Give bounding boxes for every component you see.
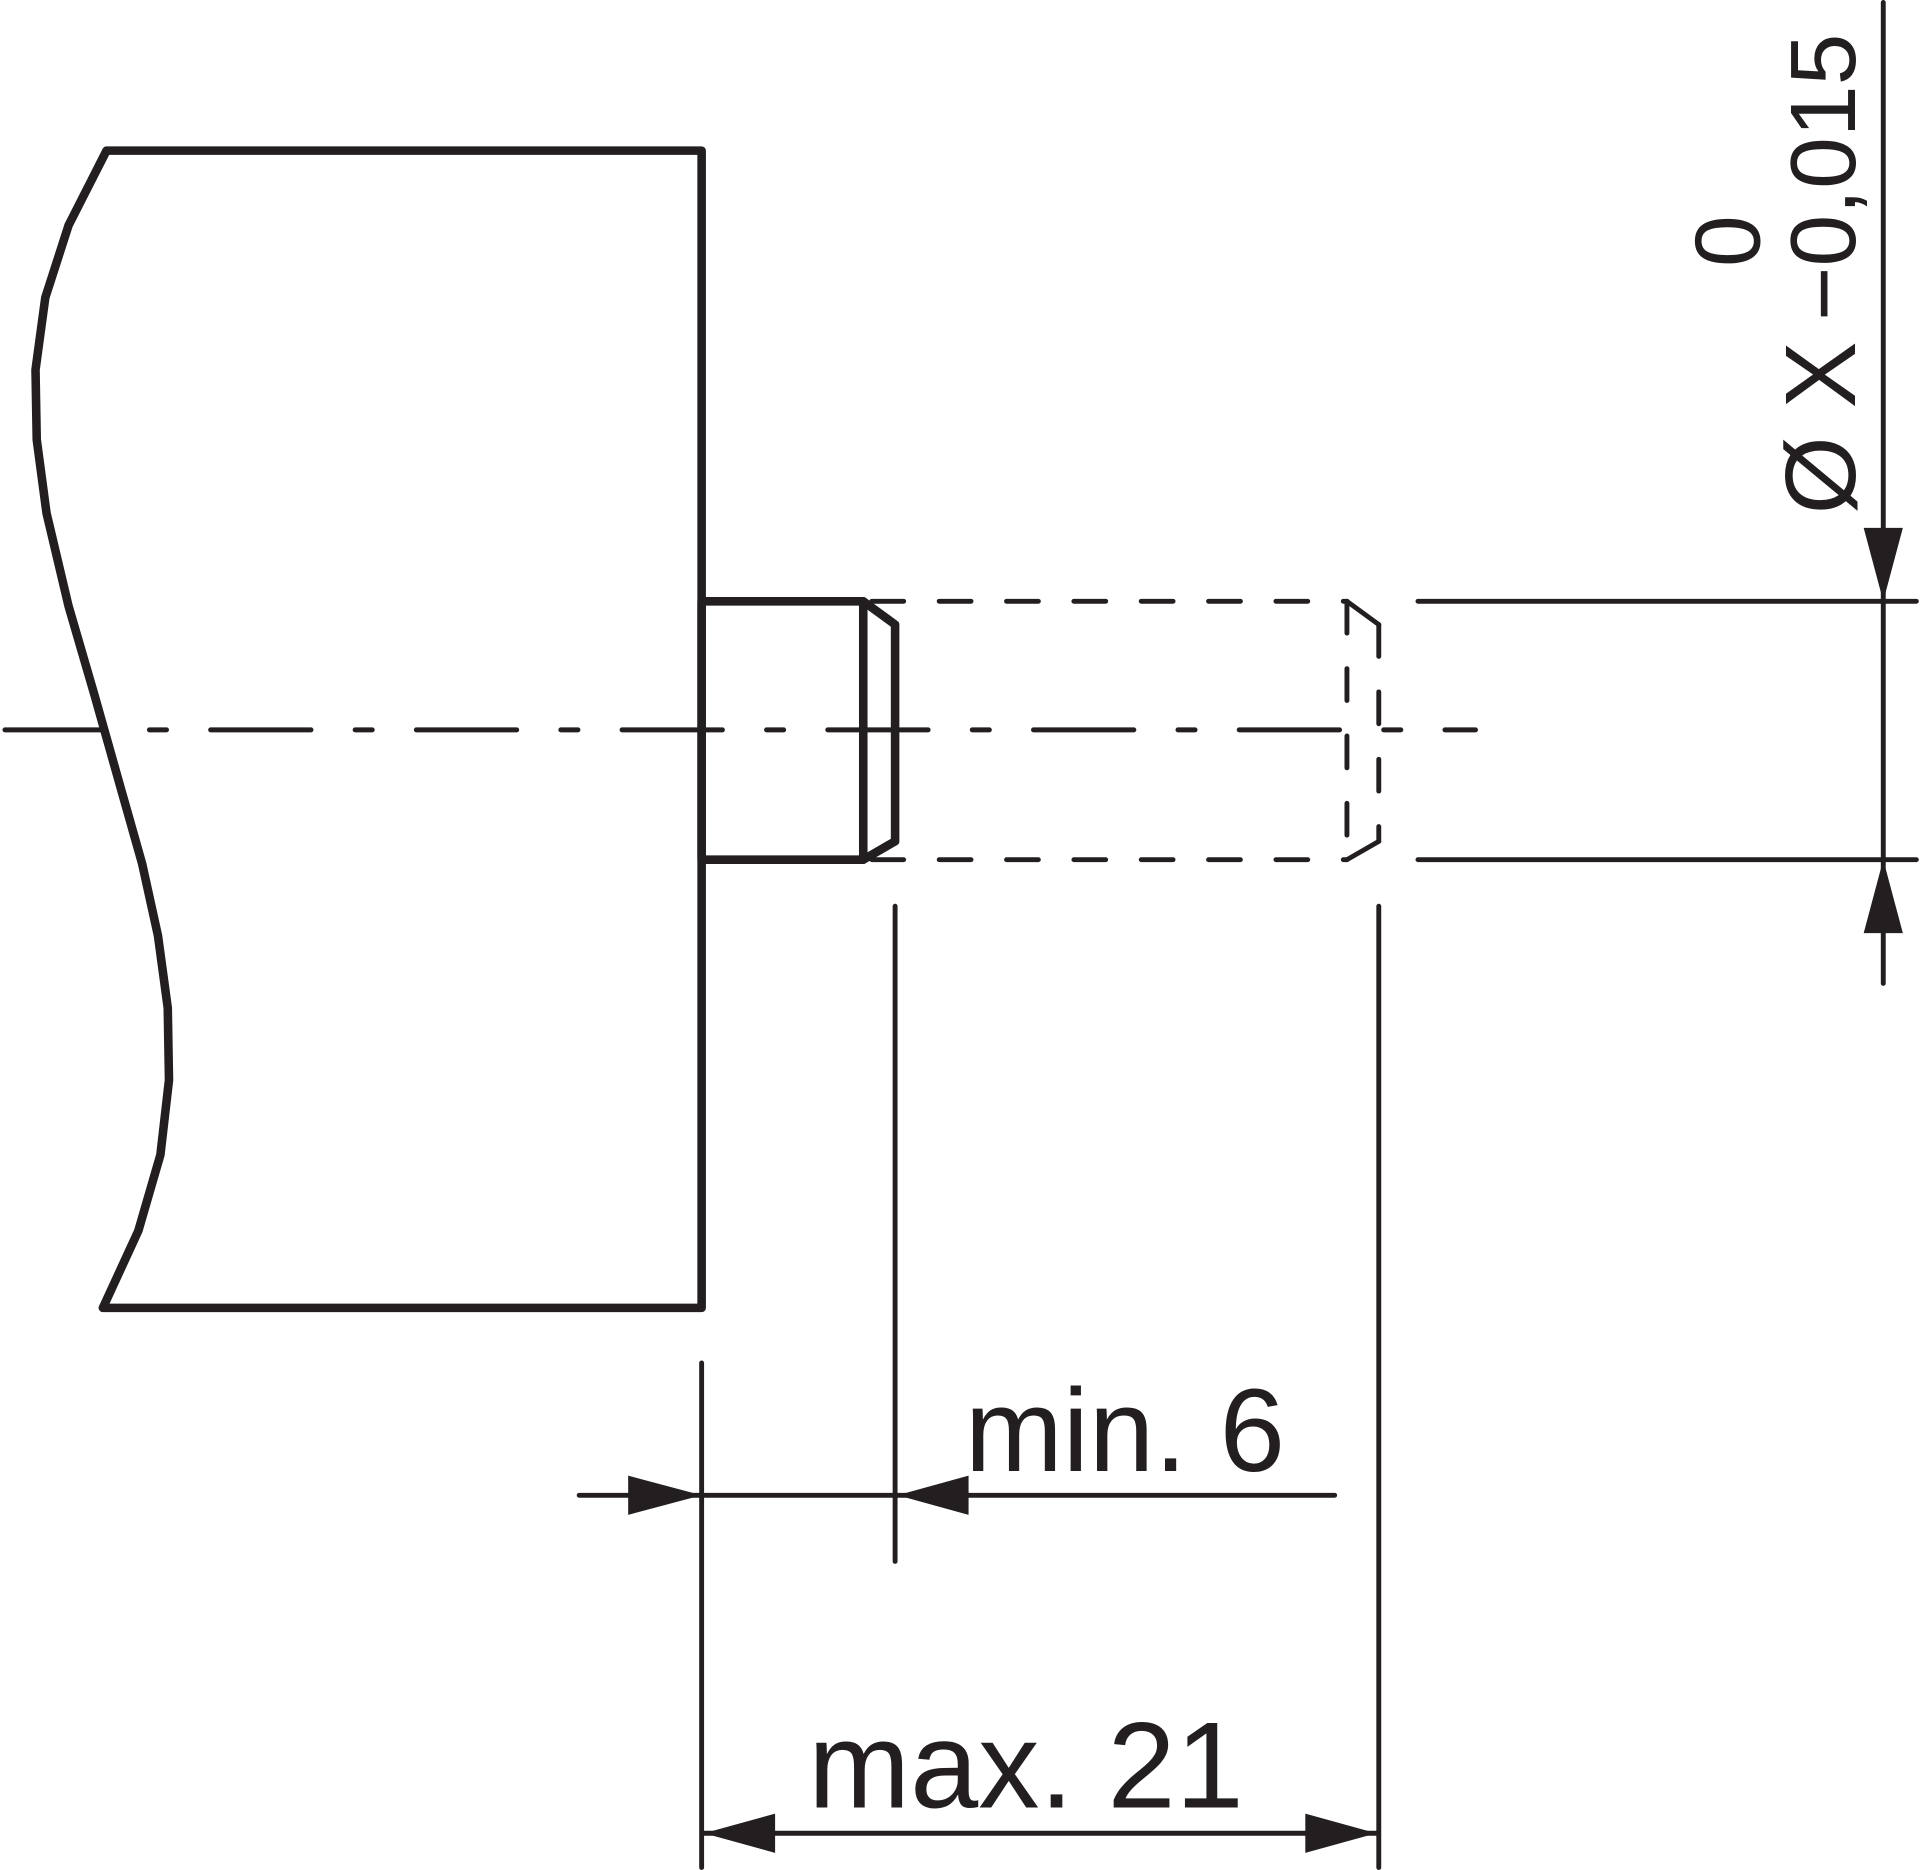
tolerance-lower: −0,015 [1771, 34, 1875, 321]
arrow-left-icon [704, 1813, 776, 1853]
diameter-label: Ø X [1765, 341, 1877, 514]
min-dimension-label: min. 6 [965, 1365, 1285, 1496]
tolerance-upper: 0 [1676, 215, 1780, 267]
pin-chamfer [858, 597, 900, 864]
max-dimension-label: max. 21 [808, 1697, 1244, 1834]
arrow-down-icon [1863, 527, 1903, 602]
body-outline [31, 146, 706, 1313]
hidden-chamfer [1344, 598, 1382, 863]
arrow-left-icon [897, 1475, 969, 1515]
arrow-up-icon [1863, 859, 1903, 934]
arrow-right-icon [1305, 1813, 1377, 1853]
arrow-right-icon [628, 1475, 702, 1515]
